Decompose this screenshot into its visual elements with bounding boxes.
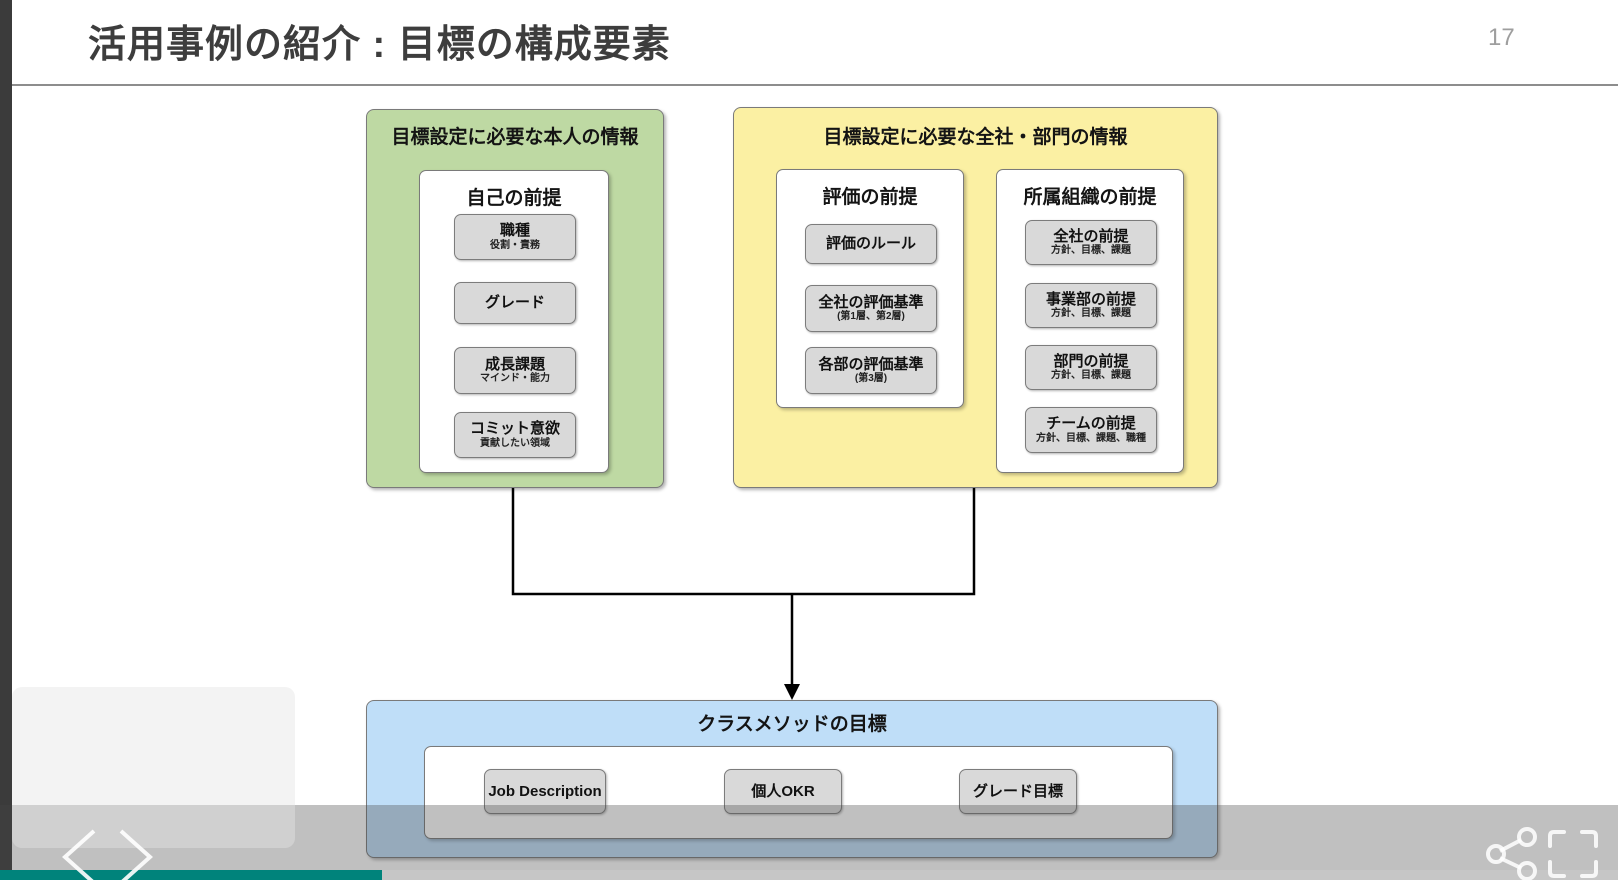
next-slide-button[interactable]	[119, 829, 153, 880]
item-division-premise: 部門の前提 方針、目標、課題	[1025, 345, 1157, 390]
item-growth-issues: 成長課題 マインド・能力	[454, 347, 576, 394]
item-sublabel: (第3層)	[854, 373, 888, 385]
item-sublabel: 貢献したい領域	[480, 437, 550, 449]
page-number: 17	[1488, 24, 1515, 51]
personal-info-box: 目標設定に必要な本人の情報 自己の前提 職種 役割・責務 グレード 成長課題 マ…	[366, 109, 664, 488]
self-premise-box: 自己の前提 職種 役割・責務 グレード 成長課題 マインド・能力 コミット意欲 …	[419, 170, 609, 473]
item-personal-okr: 個人OKR	[724, 769, 842, 814]
item-label: 部門の前提	[1053, 352, 1129, 370]
item-company-premise: 全社の前提 方針、目標、課題	[1025, 220, 1157, 265]
slide-progress-fill	[0, 870, 382, 880]
item-department-criteria: 各部の評価基準 (第3層)	[805, 347, 937, 394]
item-label: 全社の評価基準	[818, 293, 924, 311]
share-icon[interactable]	[1486, 827, 1537, 880]
item-business-unit-premise: 事業部の前提 方針、目標、課題	[1025, 283, 1157, 328]
item-label: 各部の評価基準	[818, 355, 924, 373]
item-label: コミット意欲	[469, 420, 560, 438]
item-label: Job Description	[488, 782, 602, 800]
item-evaluation-rules: 評価のルール	[805, 224, 937, 264]
viewer-left-edge	[0, 0, 12, 880]
item-sublabel: 役割・責務	[490, 239, 540, 251]
item-job-description: Job Description	[484, 769, 606, 814]
title-divider	[12, 84, 1618, 86]
goal-box: クラスメソッドの目標 Job Description 個人OKR グレード目標	[366, 700, 1218, 858]
item-sublabel: マインド・能力	[480, 373, 550, 385]
nav-hover-panel	[12, 687, 295, 848]
item-company-criteria: 全社の評価基準 (第1層、第2層)	[805, 285, 937, 332]
item-label: 評価のルール	[825, 235, 916, 253]
self-premise-title: 自己の前提	[466, 188, 562, 209]
slide-progress-bar	[0, 870, 1618, 880]
company-info-box: 目標設定に必要な全社・部門の情報 評価の前提 評価のルール 全社の評価基準 (第…	[733, 107, 1218, 488]
item-sublabel: 方針、目標、課題、職種	[1036, 432, 1146, 444]
evaluation-premise-title: 評価の前提	[822, 187, 918, 208]
item-label: 事業部の前提	[1045, 290, 1136, 308]
personal-info-title: 目標設定に必要な本人の情報	[391, 127, 639, 148]
item-label: 職種	[499, 222, 530, 240]
company-info-title: 目標設定に必要な全社・部門の情報	[823, 127, 1128, 148]
item-label: チームの前提	[1046, 415, 1136, 433]
viewer-control-bar	[0, 805, 1618, 870]
goal-inner-box: Job Description 個人OKR グレード目標	[424, 746, 1173, 839]
item-grade: グレード	[454, 282, 576, 324]
page-title: 活用事例の紹介 : 目標の構成要素	[88, 24, 671, 66]
item-label: 成長課題	[484, 355, 545, 373]
organization-premise-title: 所属組織の前提	[1023, 187, 1157, 208]
item-sublabel: 方針、目標、課題	[1051, 370, 1131, 382]
prev-slide-button[interactable]	[62, 829, 96, 880]
item-sublabel: 方針、目標、課題	[1051, 308, 1131, 320]
item-team-premise: チームの前提 方針、目標、課題、職種	[1025, 407, 1157, 453]
evaluation-premise-box: 評価の前提 評価のルール 全社の評価基準 (第1層、第2層) 各部の評価基準 (…	[776, 169, 964, 408]
goal-box-title: クラスメソッドの目標	[697, 714, 887, 735]
item-label: 全社の前提	[1053, 227, 1129, 245]
item-sublabel: (第1層、第2層)	[837, 311, 905, 323]
item-label: グレード目標	[972, 782, 1063, 800]
item-job-type: 職種 役割・責務	[454, 214, 576, 260]
item-commitment: コミット意欲 貢献したい領域	[454, 412, 576, 458]
item-grade-goal: グレード目標	[959, 769, 1077, 814]
item-label: 個人OKR	[751, 782, 815, 800]
item-label: グレード	[484, 294, 545, 312]
item-sublabel: 方針、目標、課題	[1051, 245, 1131, 257]
organization-premise-box: 所属組織の前提 全社の前提 方針、目標、課題 事業部の前提 方針、目標、課題 部…	[996, 169, 1184, 473]
fullscreen-icon[interactable]	[1548, 830, 1598, 878]
